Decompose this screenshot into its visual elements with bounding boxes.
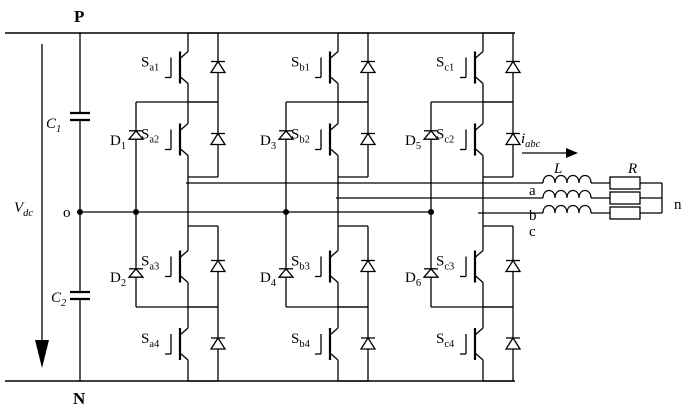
inductor-coil (542, 204, 592, 214)
inverter-legs: Sa1Sa2Sa3Sa4D1D2Sb1Sb2Sb3Sb4D3D4Sc1Sc2Sc… (110, 32, 522, 382)
resistor-label: R (627, 161, 637, 177)
current-arrow (522, 148, 578, 158)
switch-label-a2: Sa2 (141, 127, 159, 146)
igbt-switch-c2: Sc2 (436, 101, 522, 178)
switch-label-c3: Sc3 (436, 254, 454, 273)
clamp-diode-label-2: D2 (110, 270, 126, 289)
inductor-coil (542, 189, 592, 199)
clamp-diode-label-4: D4 (260, 270, 277, 289)
load-phase-c (542, 204, 662, 220)
antiparallel-diode (359, 259, 377, 273)
clamp-diode-label-5: D5 (405, 133, 421, 152)
igbt-switch-a4: Sa4 (141, 306, 227, 382)
clamp-diode-lower (127, 267, 145, 278)
clamp-diode-upper (277, 129, 295, 140)
switch-label-b4: Sb4 (291, 331, 311, 350)
phase-c-label: c (529, 224, 536, 240)
phase-b-label: b (529, 208, 537, 224)
switch-label-a4: Sa4 (141, 331, 160, 350)
clamp-diode-label-1: D1 (110, 133, 126, 152)
antiparallel-diode (504, 259, 522, 273)
antiparallel-diode (504, 336, 522, 350)
switch-label-b1: Sb1 (291, 55, 310, 74)
clamp-diode-upper (422, 129, 440, 140)
antiparallel-diode (209, 259, 227, 273)
switch-label-c2: Sc2 (436, 127, 454, 146)
dc-voltage-arrow (35, 44, 49, 368)
igbt-switch-b2: Sb2 (291, 101, 377, 178)
dc-voltage-label: Vdc (14, 200, 33, 219)
load-neutral-label: n (674, 197, 682, 213)
inductor-coil (542, 174, 592, 184)
antiparallel-diode (209, 132, 227, 146)
rl-load (542, 174, 663, 220)
switch-label-a3: Sa3 (141, 254, 159, 273)
midpoint-junction (77, 209, 83, 215)
switch-label-a1: Sa1 (141, 55, 159, 74)
switch-label-c4: Sc4 (436, 331, 455, 350)
positive-bus-label: P (74, 7, 84, 26)
capacitor-branch (70, 33, 90, 381)
antiparallel-diode (359, 132, 377, 146)
clamp-junction (283, 209, 289, 215)
antiparallel-diode (209, 60, 227, 74)
capacitor-c1-label: C1 (46, 116, 61, 135)
clamp-junction (133, 209, 139, 215)
capacitor-c2-label: C2 (51, 290, 67, 309)
switch-label-b3: Sb3 (291, 254, 310, 273)
switch-label-b2: Sb2 (291, 127, 310, 146)
resistor-body (609, 191, 641, 205)
clamp-diode-lower (422, 267, 440, 278)
igbt-switch-a1: Sa1 (141, 32, 227, 103)
igbt-switch-c4: Sc4 (436, 306, 522, 382)
igbt-switch-c3: Sc3 (436, 225, 522, 308)
resistor-body (609, 176, 641, 190)
midpoint-label: o (63, 205, 71, 221)
load-phase-b (542, 189, 662, 205)
igbt-switch-a3: Sa3 (141, 225, 227, 308)
antiparallel-diode (504, 60, 522, 74)
igbt-switch-a2: Sa2 (141, 101, 227, 178)
clamp-diode-upper (127, 129, 145, 140)
current-label: iabc (521, 131, 541, 150)
clamp-diode-label-6: D6 (405, 270, 421, 289)
load-phase-a (542, 174, 662, 190)
antiparallel-diode (504, 132, 522, 146)
switch-label-c1: Sc1 (436, 55, 454, 74)
igbt-switch-b1: Sb1 (291, 32, 377, 103)
inductor-label: L (553, 161, 562, 177)
resistor-body (609, 206, 641, 220)
antiparallel-diode (359, 336, 377, 350)
negative-bus-label: N (73, 389, 86, 408)
igbt-switch-b3: Sb3 (291, 225, 377, 308)
clamp-diode-label-3: D3 (260, 133, 276, 152)
phase-a-label: a (529, 183, 536, 199)
igbt-switch-c1: Sc1 (436, 32, 522, 103)
antiparallel-diode (209, 336, 227, 350)
igbt-switch-b4: Sb4 (291, 306, 377, 382)
clamp-diode-lower (277, 267, 295, 278)
phase-output-wires (186, 182, 543, 214)
clamp-junction (428, 209, 434, 215)
antiparallel-diode (359, 60, 377, 74)
